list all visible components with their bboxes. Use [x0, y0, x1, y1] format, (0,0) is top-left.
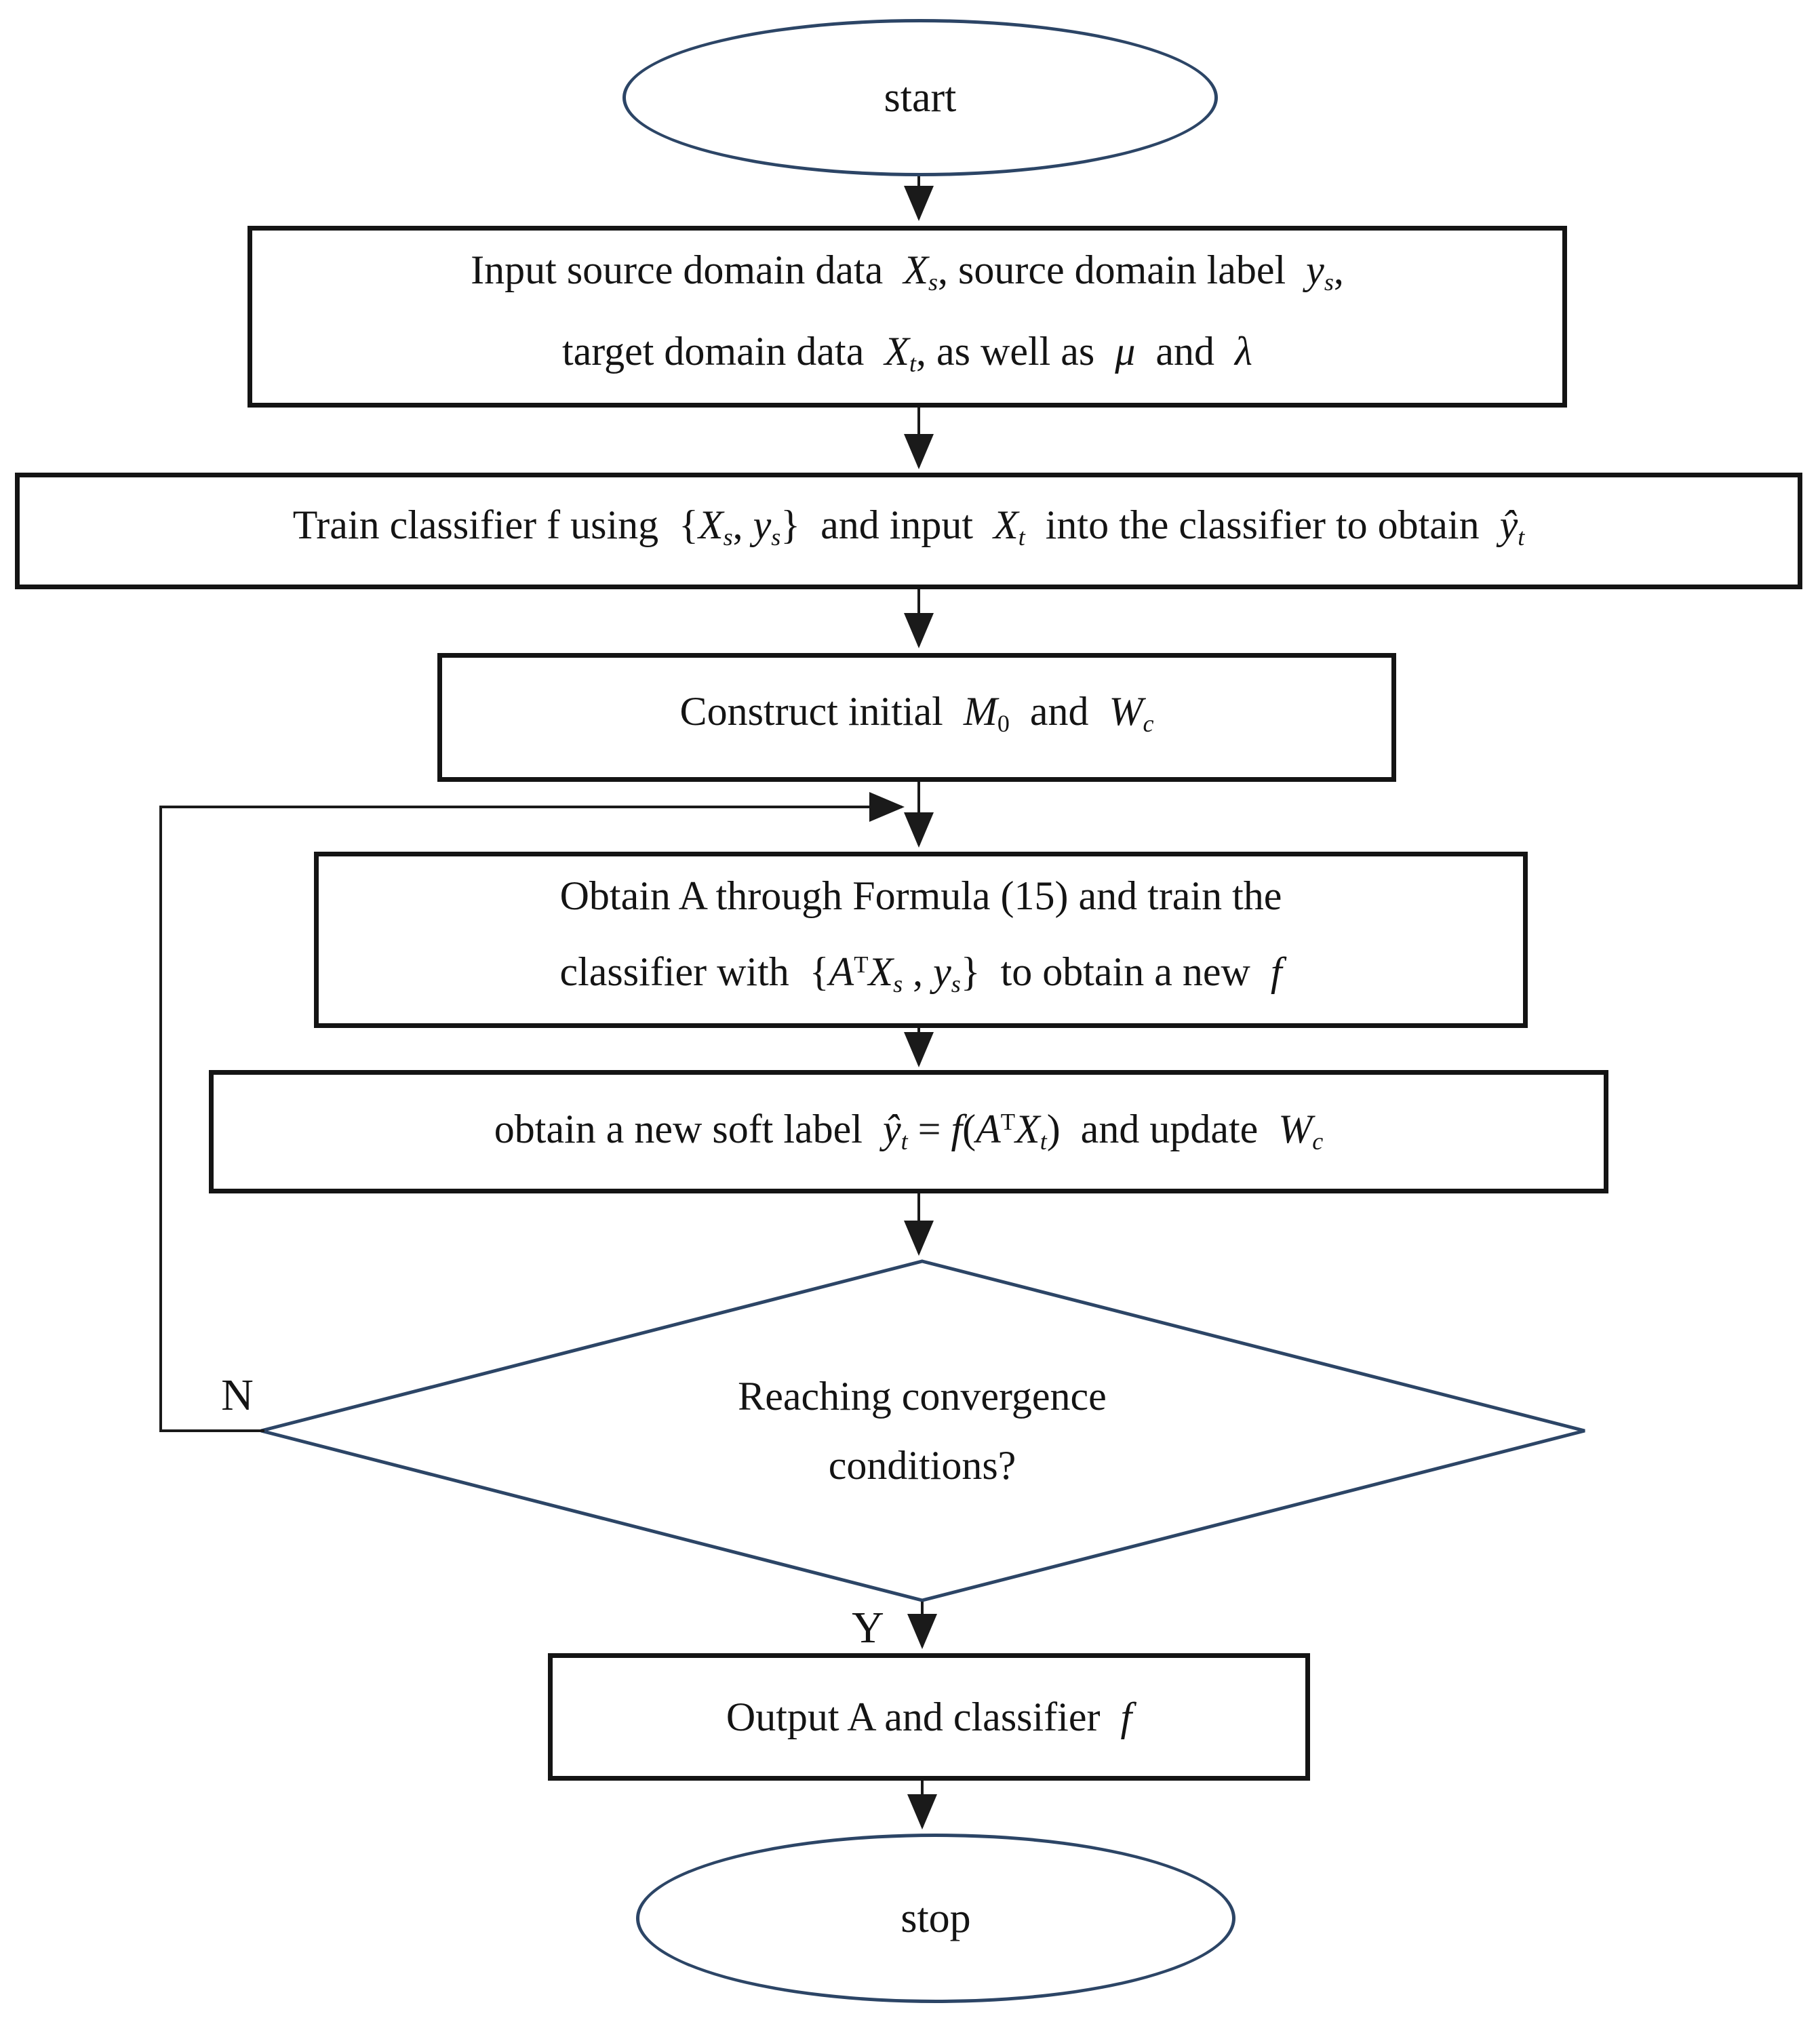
process-input-line-1: Input source domain data Xs, source doma… — [471, 247, 1344, 296]
edge-label-yes: Y — [852, 1603, 884, 1653]
process-obtain-a-line-2: classifier with {ATXs , ys} to obtain a … — [559, 949, 1282, 998]
start-terminal: start — [622, 19, 1218, 176]
decision-line-1: Reaching convergence — [738, 1374, 1107, 1419]
decision-text-block: Reaching convergence conditions? — [583, 1346, 1261, 1516]
start-label: start — [884, 75, 957, 121]
process-train-classifier: Train classifier f using {Xs, ys} and in… — [15, 473, 1802, 589]
decision-diamond-shape — [260, 1259, 1585, 1602]
process-obtain-a: Obtain A through Formula (15) and train … — [314, 852, 1528, 1028]
process-input-data: Input source domain data Xs, source doma… — [248, 226, 1567, 408]
process-obtain-a-line-1: Obtain A through Formula (15) and train … — [559, 873, 1282, 918]
decision-line-2: conditions? — [828, 1443, 1016, 1488]
process-output-line: Output A and classifier f — [726, 1695, 1132, 1739]
edge-loop-no-branch — [159, 792, 905, 1432]
edge-label-no: N — [221, 1370, 254, 1420]
process-construct-line: Construct initial M0 and Wc — [679, 688, 1154, 738]
stop-label: stop — [901, 1895, 971, 1941]
process-output: Output A and classifier f — [548, 1653, 1310, 1781]
process-train-line: Train classifier f using {Xs, ys} and in… — [292, 502, 1525, 551]
process-soft-label-line: obtain a new soft label ŷt = f(ATXt) and… — [494, 1107, 1324, 1155]
process-input-line-2: target domain data Xt, as well as μ and … — [561, 329, 1253, 378]
process-soft-label: obtain a new soft label ŷt = f(ATXt) and… — [209, 1070, 1608, 1193]
process-construct-initial: Construct initial M0 and Wc — [437, 653, 1396, 782]
stop-terminal: stop — [636, 1834, 1235, 2003]
